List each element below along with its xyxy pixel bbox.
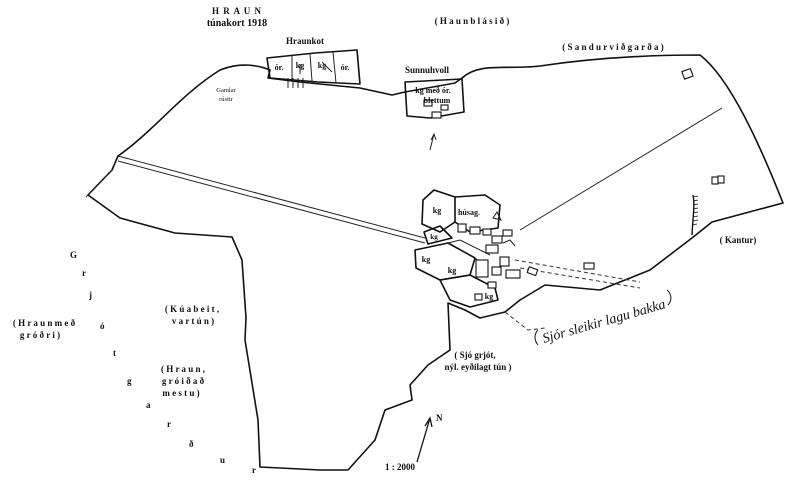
building-e-1 [583, 262, 595, 270]
label-hraun-groid-2: g r ó i ð a ð [162, 376, 205, 386]
building-e-2 [526, 266, 539, 277]
label-sandur: ( S a n d u r v i ð g a r ð a ) [562, 42, 663, 52]
map-subtitle: túnakort 1918 [207, 18, 267, 29]
building-ne-2 [711, 176, 719, 185]
label-kg-6: kg [448, 266, 456, 275]
road-line-b [117, 160, 426, 244]
grjot-letter: g [127, 376, 132, 386]
label-or-1: ór. [275, 63, 284, 72]
grjot-letter: t [113, 348, 116, 358]
sunnuhvoll-plot [404, 78, 465, 119]
label-hraun-groid-3: m e s t u ) [162, 388, 199, 398]
label-kg-3: kg [433, 206, 441, 215]
label-sjo-grjot-1: ( Sjó grjót, [454, 350, 495, 360]
kantur-edge [691, 194, 695, 236]
label-kuabeit-2: v a r t ú n ) [172, 316, 214, 326]
building-ne-1 [681, 67, 694, 80]
grjotgardur-lettering: G r j ó t g a r ð u r [70, 250, 256, 475]
grjot-letter: r [252, 465, 256, 475]
north-label: N [436, 413, 443, 423]
shore-dash-2 [519, 267, 641, 289]
hraunkot-plots [266, 49, 361, 88]
label-or-2: ór. [341, 63, 350, 72]
grjot-letter: a [146, 400, 151, 410]
shore-dash-1 [514, 259, 641, 283]
boundary-gap-dashes [85, 169, 113, 198]
label-hraun-groid-1: ( H r a u n , [161, 364, 205, 374]
grjot-letter: r [167, 419, 171, 429]
label-kantur: ( Kantur) [720, 235, 757, 245]
handwritten-bracket [534, 289, 672, 346]
label-kg-2: kg [318, 61, 326, 70]
label-kuabeit-1: ( K ú a b e i t , [165, 304, 219, 314]
label-blettum: blettum [424, 96, 451, 105]
handwritten-annotation: Sjór sleikir lagu bakka [541, 297, 667, 346]
shore-dash-3 [504, 311, 546, 331]
map-title: H R A U N [212, 6, 262, 16]
label-kg-4: kg [430, 233, 438, 241]
label-rustir: rústir [219, 96, 234, 103]
kantur-ticks [691, 195, 699, 226]
grjot-letter: u [220, 455, 225, 465]
grjot-letter: ð [189, 439, 194, 449]
grjot-letter: r [82, 268, 86, 278]
north-arrow-icon [416, 416, 433, 463]
label-gamlar: Gamlar [216, 87, 236, 94]
label-kg-5: kg [422, 255, 430, 264]
grjot-letter: ó [100, 321, 105, 331]
scale-label: 1 : 2000 [385, 462, 415, 472]
field-boundary [87, 54, 784, 471]
ne-line [519, 107, 723, 231]
label-hraunkot: Hraunkot [286, 36, 324, 46]
small-north-arrow [429, 132, 437, 151]
building-ne-3 [717, 175, 725, 184]
road-line-a [117, 155, 426, 239]
label-sunnuhvoll: Sunnuhvoll [405, 65, 450, 75]
grjot-letter: G [70, 250, 77, 260]
label-husag: húsag. [458, 208, 480, 217]
label-kg-1: kg [296, 61, 304, 70]
label-hraun-med-2: g r ó ð r i ) [20, 330, 60, 340]
label-sjo-grjot-2: nýl. eyðilagt tún ) [444, 362, 511, 372]
farmstead-cluster [414, 189, 521, 308]
label-kg-med-or: kg með ór. [415, 86, 450, 95]
label-kg-7: kg [485, 292, 493, 301]
grjot-letter: j [88, 290, 92, 300]
label-haun-blasid: ( H a u n b l á s i ð ) [435, 16, 510, 26]
label-hraun-med-1: ( H r a u n m e ð [13, 318, 76, 328]
